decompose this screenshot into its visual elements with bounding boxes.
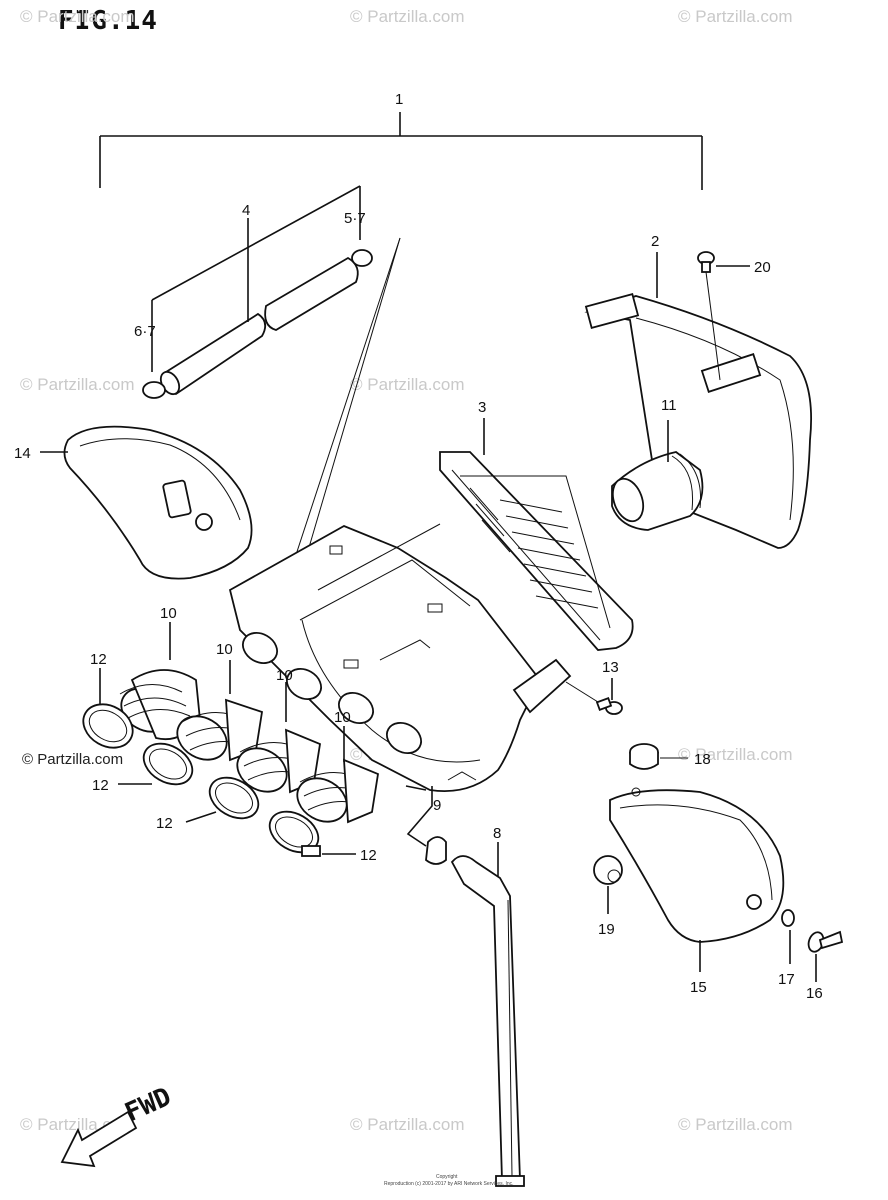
intake-boot-4 (296, 758, 379, 824)
watermark: © Partzilla.com (350, 375, 465, 394)
callout-10-d: 10 (334, 709, 351, 726)
copyright-line-1: Copyright (436, 1174, 458, 1180)
drain-hose-part (405, 785, 525, 1187)
screw-13-part (565, 678, 623, 715)
copyright-notice: Copyright Reproduction (c) 2001-2017 by … (384, 1174, 514, 1187)
callout-8: 8 (493, 825, 501, 842)
callout-12-a: 12 (90, 651, 107, 668)
callout-6-7: 6·7 (134, 323, 156, 340)
watermark: © Partzilla.com (678, 745, 793, 764)
watermark: © Partzilla.com (20, 7, 135, 26)
callout-9: 9 (433, 797, 441, 814)
side-cover-15-part (609, 787, 785, 972)
figure-title: FIG.14 (58, 6, 158, 36)
watermark: © Partzilla.com (350, 1115, 465, 1134)
forward-arrow-icon (60, 1110, 138, 1168)
callout-12-c: 12 (156, 815, 173, 832)
callout-15: 15 (690, 979, 707, 996)
callout-20: 20 (754, 259, 771, 276)
callout-1: 1 (395, 91, 403, 108)
copyright-line-2: Reproduction (c) 2001-2017 by ARI Networ… (384, 1181, 514, 1187)
breather-hose-part (142, 185, 373, 399)
air-cleaner-case-part (228, 523, 572, 792)
grommet-19-part (593, 855, 623, 914)
callout-13: 13 (602, 659, 619, 676)
watermark: © Partzilla.com (678, 7, 793, 26)
callout-5-7: 5·7 (344, 210, 366, 227)
callout-16: 16 (806, 985, 823, 1002)
callout-11: 11 (661, 397, 677, 414)
callout-4: 4 (242, 202, 250, 219)
callout-12-d: 12 (360, 847, 377, 864)
watermark: © Partzilla.com (20, 375, 135, 394)
screw-20-part (697, 251, 750, 381)
air-filter-element-part (439, 418, 634, 651)
watermark: © Partzilla.com (350, 7, 465, 26)
intake-boots (119, 622, 379, 824)
callout-2: 2 (651, 233, 659, 250)
hose-clamps (82, 668, 356, 857)
callout-10-a: 10 (160, 605, 177, 622)
fwd-label: FWD (121, 1082, 176, 1129)
watermark-dark: © Partzilla.com (22, 751, 123, 768)
intake-boot-2 (176, 698, 264, 762)
assembly-bracket (99, 112, 703, 190)
callout-10-b: 10 (216, 641, 233, 658)
grommet-18-part (629, 743, 688, 770)
watermark: © Partzilla.com (678, 1115, 793, 1134)
forward-direction-indicator: FWD (60, 1082, 176, 1168)
callout-19: 19 (598, 921, 615, 938)
callout-10-c: 10 (276, 667, 293, 684)
callout-18: 18 (694, 751, 711, 768)
callout-14: 14 (14, 445, 31, 462)
callout-12-b: 12 (92, 777, 109, 794)
side-cover-part (40, 425, 253, 580)
callout-3: 3 (478, 399, 486, 416)
washer-and-screw-part (781, 909, 844, 982)
callout-17: 17 (778, 971, 795, 988)
callout-labels: 1 2 3 4 5·7 6·7 8 9 10 10 10 10 11 12 12… (14, 91, 823, 1002)
air-cleaner-cap-part (584, 252, 813, 549)
